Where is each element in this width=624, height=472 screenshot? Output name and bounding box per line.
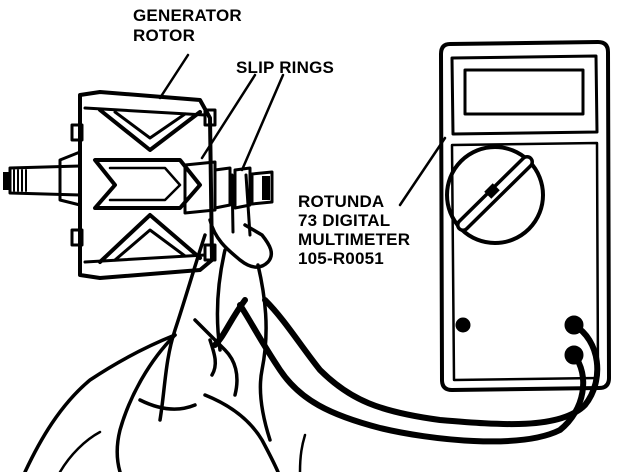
slip-ring-1 (213, 166, 232, 210)
leader-lines (158, 53, 447, 207)
slip-ring-2 (233, 166, 252, 210)
leader-slip-ring-1 (200, 73, 257, 160)
leader-slip-ring-2 (240, 73, 285, 172)
multimeter-illustration (439, 40, 611, 392)
generator-rotor-illustration (3, 90, 274, 280)
display-window (463, 68, 585, 116)
leader-multimeter (398, 136, 447, 207)
label-generator-rotor-line2: ROTOR (133, 26, 196, 45)
label-generator-rotor-line1: GENERATOR (133, 6, 242, 25)
leader-generator-rotor (158, 53, 190, 100)
label-multimeter-line2: 73 DIGITAL (298, 211, 391, 230)
label-slip-rings: SLIP RINGS (236, 58, 335, 77)
label-multimeter-line3: MULTIMETER (298, 230, 411, 249)
label-multimeter-line1: ROTUNDA (298, 192, 385, 211)
common-jack (455, 317, 471, 333)
rotary-dial (445, 145, 545, 245)
test-leads (212, 297, 601, 445)
hand-with-probes (23, 173, 307, 472)
label-multimeter-line4: 105-R0051 (298, 249, 384, 268)
